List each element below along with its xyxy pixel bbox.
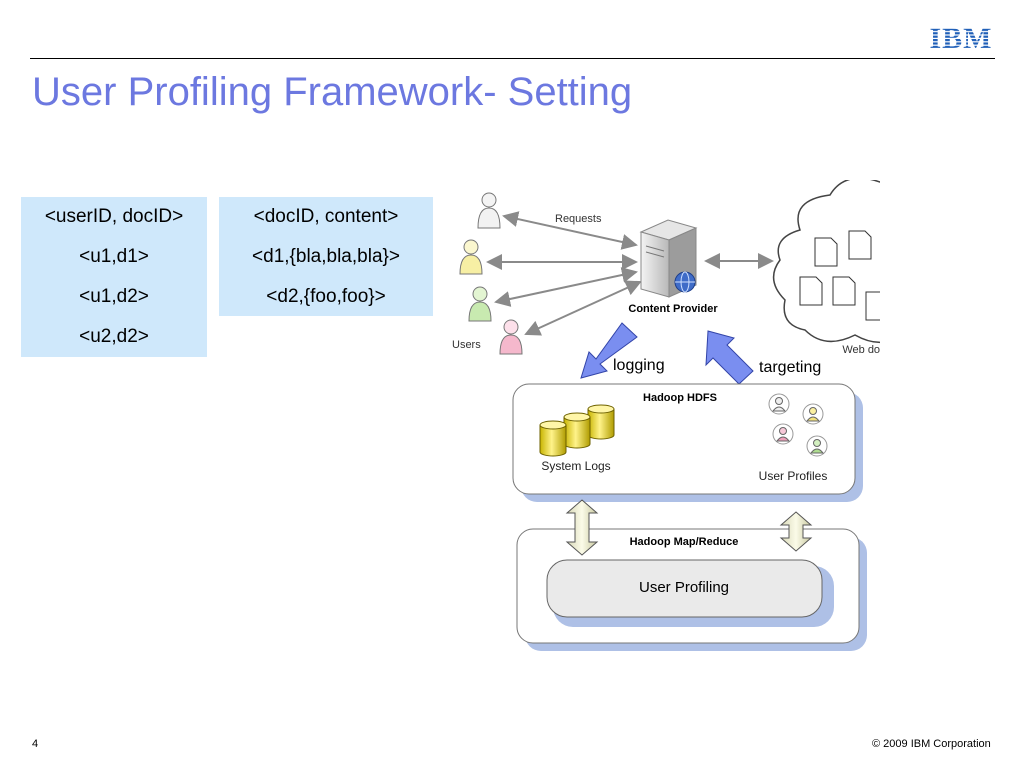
logging-arrow — [580, 322, 638, 379]
double-arrow — [565, 499, 599, 556]
server-icon — [639, 219, 698, 298]
document-icon — [799, 230, 880, 321]
copyright: © 2009 IBM Corporation — [872, 738, 991, 750]
ibm-logo: IBM — [930, 22, 993, 52]
content-provider-label: Content Provider — [628, 303, 718, 315]
request-arrows — [486, 211, 774, 336]
table-row: <u1,d1> — [79, 246, 149, 267]
user-profiling-box — [546, 559, 823, 618]
table-row: <d2,{foo,foo}> — [266, 286, 386, 307]
table-header: <userID, docID> — [44, 206, 184, 227]
table-row: <u1,d2> — [79, 286, 149, 307]
architecture-diagram: Users Requests Content Provider Web docu… — [452, 180, 880, 651]
user-doc-table: <userID, docID> <u1,d1> <u1,d2> <u2,d2> — [21, 197, 207, 357]
slide-title: User Profiling Framework- Setting — [32, 70, 633, 114]
svg-text:IBM: IBM — [930, 22, 993, 52]
user-profiling-label: User Profiling — [639, 579, 729, 596]
user-icon — [468, 286, 492, 322]
header-rule — [30, 58, 995, 59]
table-row: <d1,{bla,bla,bla}> — [252, 246, 400, 267]
user-profiles-icon — [768, 393, 828, 457]
user-icon — [477, 192, 501, 229]
requests-label: Requests — [555, 213, 602, 225]
doc-content-table: <docID, content> <d1,{bla,bla,bla}> <d2,… — [219, 197, 433, 316]
user-profiles-label: User Profiles — [759, 469, 828, 483]
table-row: <u2,d2> — [79, 326, 149, 347]
mapreduce-label: Hadoop Map/Reduce — [630, 536, 739, 548]
logging-label: logging — [613, 357, 665, 374]
table-header: <docID, content> — [253, 206, 399, 227]
system-logs-label: System Logs — [541, 459, 610, 473]
users-label: Users — [452, 339, 481, 351]
web-documents-label: Web documents — [842, 344, 880, 356]
double-arrow — [779, 511, 813, 552]
user-icon — [499, 319, 523, 355]
database-icon — [539, 404, 615, 457]
hdfs-label: Hadoop HDFS — [643, 392, 717, 404]
targeting-arrow — [705, 330, 754, 385]
targeting-label: targeting — [759, 359, 821, 376]
user-icon — [459, 239, 483, 275]
page-number: 4 — [32, 738, 39, 750]
